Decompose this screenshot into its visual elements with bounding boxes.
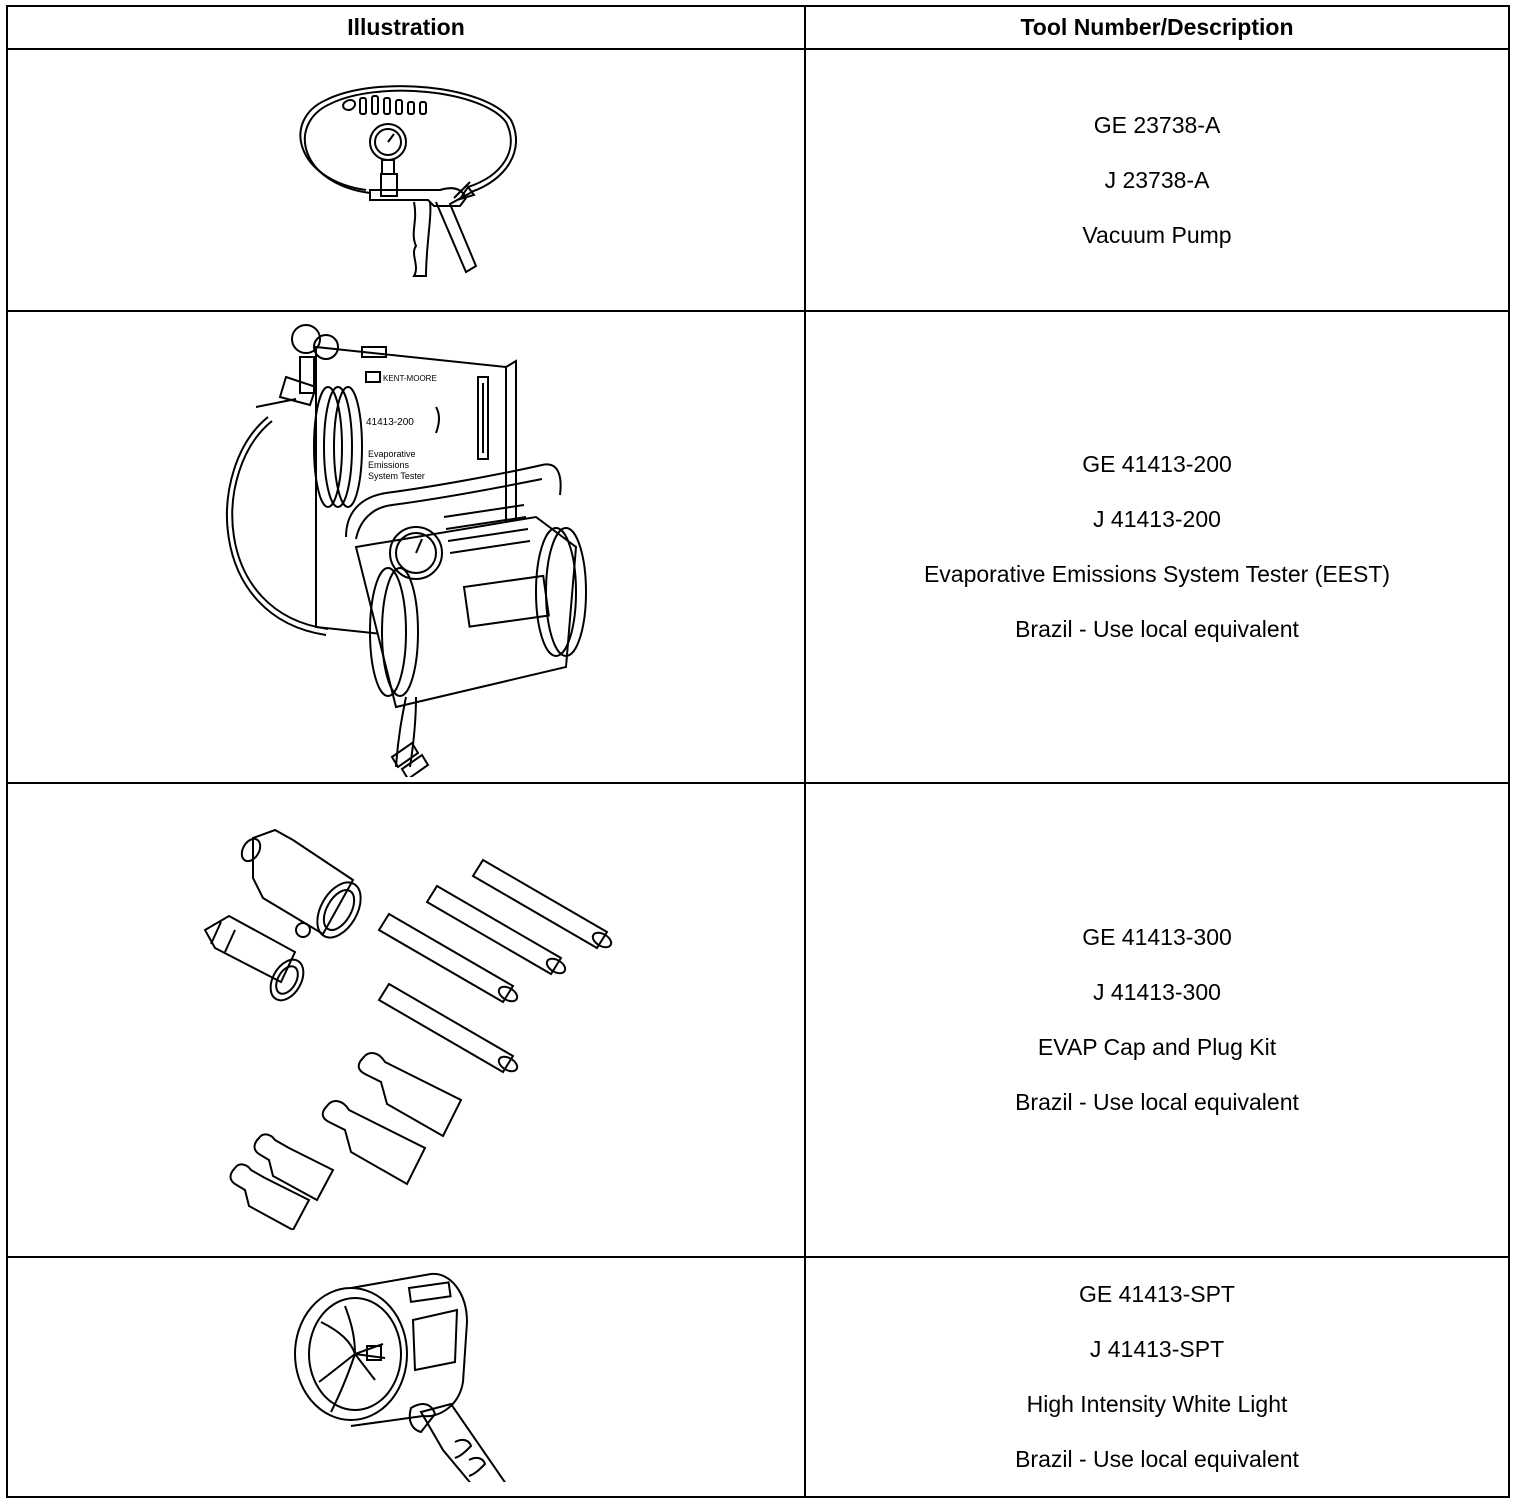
white-light-illustration (291, 1272, 521, 1482)
illustration-cell (6, 782, 806, 1258)
vacuum-pump-illustration (286, 80, 526, 280)
description-cell: GE 41413-200 J 41413-200 Evaporative Emi… (804, 310, 1510, 784)
j-tool-number: J 41413-SPT (1089, 1336, 1225, 1362)
description-cell: GE 41413-300 J 41413-300 EVAP Cap and Pl… (804, 782, 1510, 1258)
illustration-cell: KENT-MOORE 41413-200 Evaporative Emissio… (6, 310, 806, 784)
tester-name-line1: Evaporative (368, 449, 416, 459)
illustration-cell (6, 1256, 806, 1498)
tools-table: Illustration Tool Number/Description (6, 5, 1510, 1498)
availability-note: Brazil - Use local equivalent (1015, 1446, 1299, 1472)
header-row: Illustration Tool Number/Description (6, 5, 1510, 50)
tool-description: EVAP Cap and Plug Kit (1037, 1034, 1277, 1060)
description-header: Tool Number/Description (804, 5, 1510, 50)
availability-note: Brazil - Use local equivalent (1015, 616, 1299, 642)
tester-name-line2: Emissions (368, 460, 410, 470)
illustration-header: Illustration (6, 5, 806, 50)
table-row: GE 41413-300 J 41413-300 EVAP Cap and Pl… (6, 782, 1510, 1258)
ge-tool-number: GE 41413-SPT (1079, 1281, 1235, 1307)
j-tool-number: J 41413-200 (1093, 506, 1221, 532)
table-row: KENT-MOORE 41413-200 Evaporative Emissio… (6, 310, 1510, 784)
cap-plug-kit-illustration (191, 810, 621, 1230)
table-row: GE 23738-A J 23738-A Vacuum Pump (6, 48, 1510, 312)
tool-description: Evaporative Emissions System Tester (EES… (923, 561, 1391, 587)
description-cell: GE 23738-A J 23738-A Vacuum Pump (804, 48, 1510, 312)
brand-label: KENT-MOORE (383, 374, 437, 383)
evap-tester-illustration: KENT-MOORE 41413-200 Evaporative Emissio… (216, 317, 596, 777)
ge-tool-number: GE 23738-A (1093, 111, 1221, 138)
availability-note: Brazil - Use local equivalent (1015, 1089, 1299, 1115)
j-tool-number: J 41413-300 (1093, 979, 1221, 1005)
description-cell: GE 41413-SPT J 41413-SPT High Intensity … (804, 1256, 1510, 1498)
j-tool-number: J 23738-A (1104, 166, 1210, 193)
ge-tool-number: GE 41413-200 (1082, 451, 1232, 477)
table-row: GE 41413-SPT J 41413-SPT High Intensity … (6, 1256, 1510, 1498)
tool-description: High Intensity White Light (1026, 1391, 1288, 1417)
tester-name-line3: System Tester (368, 471, 425, 481)
ge-tool-number: GE 41413-300 (1082, 924, 1232, 950)
model-label: 41413-200 (366, 417, 414, 428)
illustration-cell (6, 48, 806, 312)
tool-description: Vacuum Pump (1082, 221, 1232, 248)
